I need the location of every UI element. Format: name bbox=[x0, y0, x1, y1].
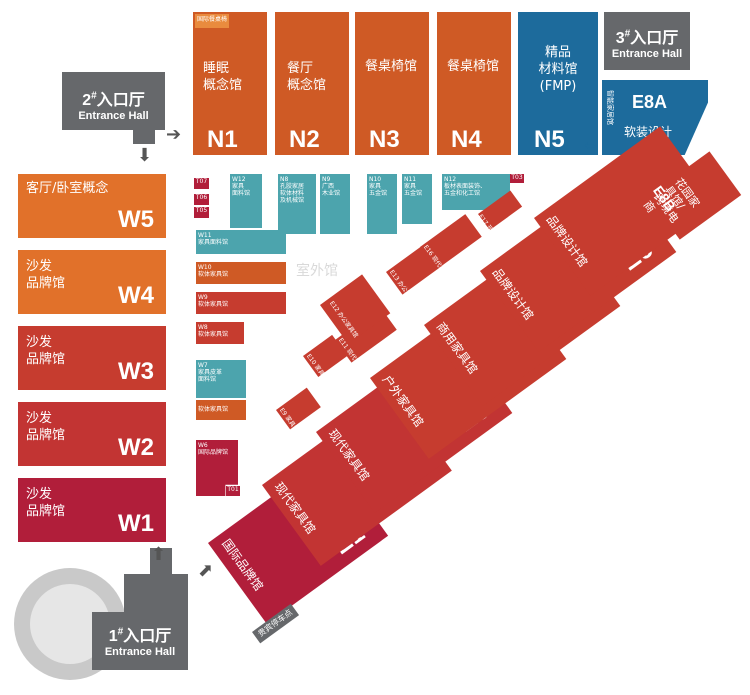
entrance-hall-1[interactable] bbox=[92, 612, 188, 670]
hall-n4-code: N4 bbox=[451, 126, 482, 153]
hall-e8a-code: E8A bbox=[632, 92, 668, 112]
hall-n2-subtitle: 餐厅 概念馆 bbox=[287, 61, 327, 93]
hall-t07[interactable]: T07 bbox=[194, 178, 209, 189]
hall-w4[interactable]: 沙发 品牌馆 W4 bbox=[18, 250, 166, 314]
hall-w1-code: W1 bbox=[118, 510, 154, 537]
hall-t03[interactable]: T03 bbox=[510, 174, 524, 183]
outdoor-hall-label: 室外馆 bbox=[296, 263, 338, 279]
hall-e8a-side-label: 智能家居馆 bbox=[606, 90, 614, 125]
hall-w5[interactable]: 客厅/卧室概念 W5 bbox=[18, 174, 166, 238]
hall-w4-code: W4 bbox=[118, 282, 154, 309]
hall-w5-subtitle: 客厅/卧室概念 bbox=[26, 181, 109, 196]
entrance-hall-1-wing bbox=[124, 574, 188, 614]
hall-n4-subtitle: 餐桌椅馆 bbox=[447, 59, 500, 74]
hall-e9[interactable]: E9 家具馆 bbox=[276, 387, 321, 433]
hall-n3-code: N3 bbox=[369, 126, 400, 153]
entrance-hall-2[interactable] bbox=[62, 72, 165, 130]
hall-n2-code: N2 bbox=[289, 126, 320, 153]
arrow-down-icon: ⬇ bbox=[137, 145, 153, 166]
entrance-hall-1-connector bbox=[150, 548, 172, 578]
hall-w1[interactable]: 沙发 品牌馆 W1 bbox=[18, 478, 166, 542]
hall-n3[interactable]: 餐桌椅馆 N3 bbox=[355, 12, 429, 155]
hall-w3-subtitle: 沙发 品牌馆 bbox=[26, 335, 66, 367]
hall-w1-subtitle: 沙发 品牌馆 bbox=[26, 487, 66, 519]
hall-n1-code: N1 bbox=[207, 126, 238, 153]
entrance-hall-3-label: 3#入口厅 Entrance Hall bbox=[611, 28, 683, 60]
hall-w3-code: W3 bbox=[118, 358, 154, 385]
entrance-hall-2-label: 2#入口厅 Entrance Hall bbox=[78, 90, 149, 122]
hall-w7-soft-label: 软体家具馆 bbox=[198, 406, 229, 413]
arrow-right-icon: ➔ bbox=[166, 124, 182, 145]
entrance-hall-2-connector bbox=[133, 128, 155, 144]
hall-t01[interactable]: T01 bbox=[226, 486, 240, 496]
hall-w3[interactable]: 沙发 品牌馆 W3 bbox=[18, 326, 166, 390]
hall-e1-subtitle: 国际品牌馆 bbox=[219, 536, 266, 594]
hall-n2[interactable]: 餐厅 概念馆 N2 bbox=[275, 12, 349, 155]
hall-n1-tag: 国际餐桌椅 bbox=[195, 14, 229, 28]
hall-n3-subtitle: 餐桌椅馆 bbox=[365, 59, 418, 74]
hall-n1-subtitle: 睡眠 概念馆 bbox=[203, 61, 243, 93]
hall-w2[interactable]: 沙发 品牌馆 W2 bbox=[18, 402, 166, 466]
hall-n5[interactable]: 精品 材料馆 (FMP) N5 bbox=[518, 12, 598, 155]
hall-n5-subtitle: 精品 材料馆 (FMP) bbox=[538, 45, 578, 94]
hall-t06[interactable]: T06 bbox=[194, 194, 209, 205]
hall-w2-code: W2 bbox=[118, 434, 154, 461]
hall-n5-code: N5 bbox=[534, 126, 565, 153]
hall-t05[interactable]: T05 bbox=[194, 207, 209, 218]
hall-w2-subtitle: 沙发 品牌馆 bbox=[26, 411, 66, 443]
arrow-left-icon: ⇦ bbox=[584, 138, 596, 154]
arrow-up-right-icon: ⬈ bbox=[198, 560, 214, 581]
hall-n4[interactable]: 餐桌椅馆 N4 bbox=[437, 12, 511, 155]
arrow-up-icon: ⬆ bbox=[151, 544, 167, 565]
entrance-hall-1-label: 1#入口厅 Entrance Hall bbox=[104, 626, 176, 658]
hall-w7-soft[interactable]: 软体家具馆 bbox=[196, 400, 246, 420]
entrance-hall-3[interactable] bbox=[604, 12, 690, 70]
hall-n1[interactable]: 国际餐桌椅 睡眠 概念馆 N1 bbox=[193, 12, 267, 155]
hall-w4-subtitle: 沙发 品牌馆 bbox=[26, 259, 66, 291]
hall-w5-code: W5 bbox=[118, 206, 154, 233]
